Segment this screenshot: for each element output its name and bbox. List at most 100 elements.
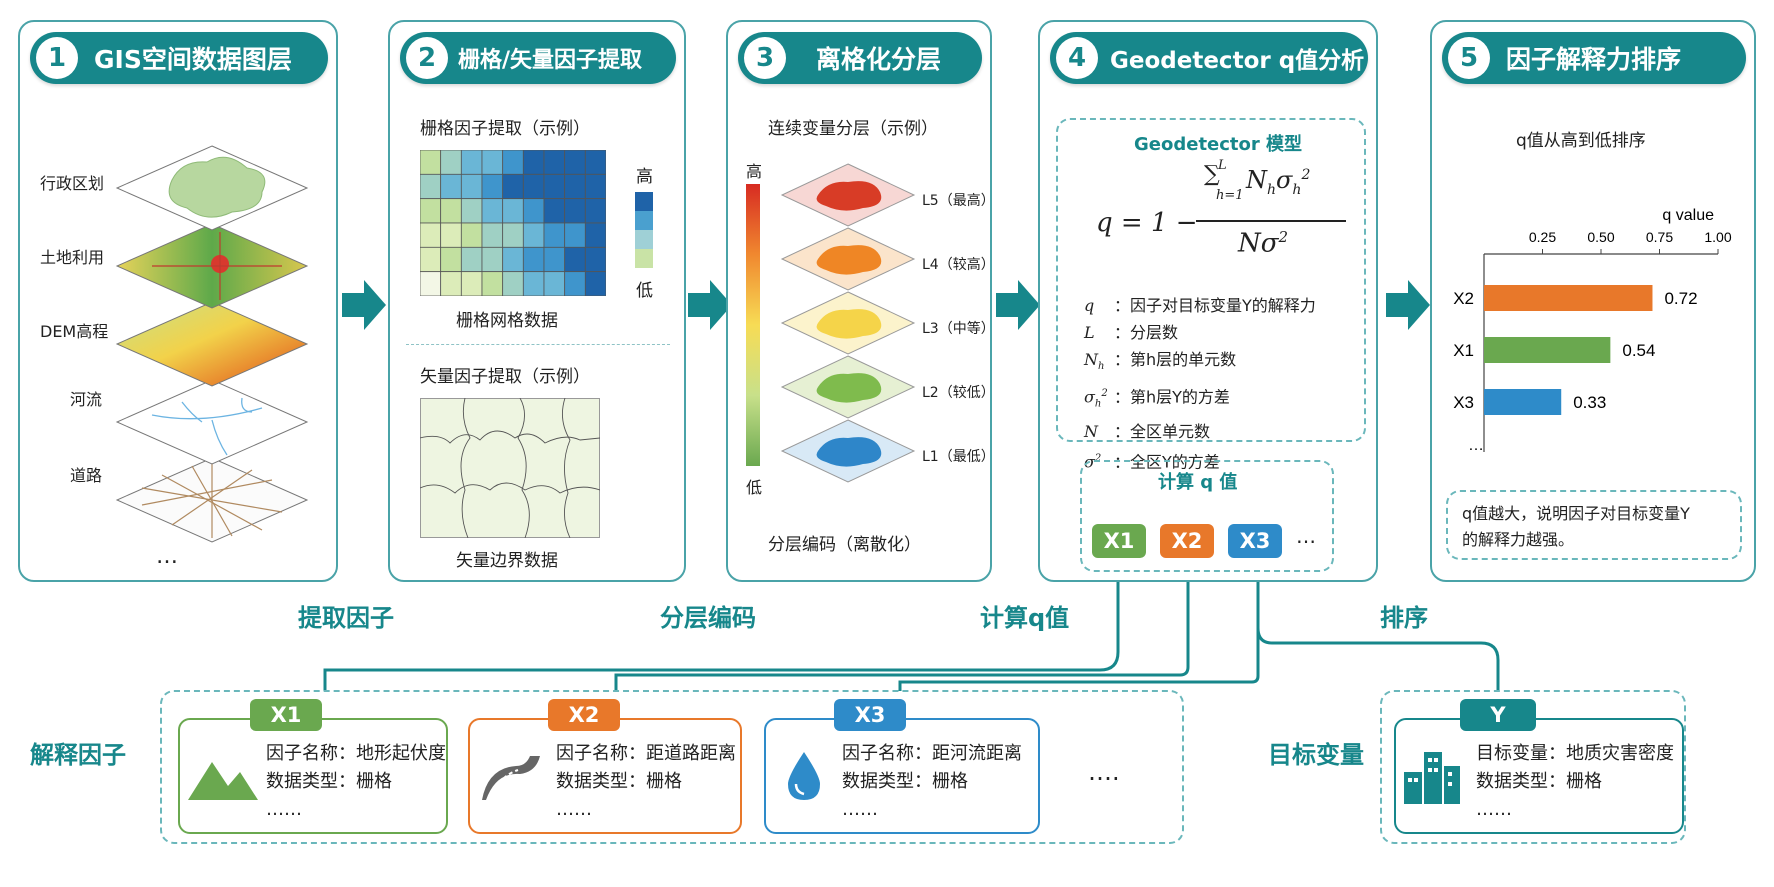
factor-x2-text: 因子名称：距道路距离 数据类型：栅格 …… [556,740,736,824]
target-name: 目标变量：地质灾害密度 [1476,743,1674,764]
model-box [1056,118,1366,442]
factor-tag-x1: X1 [250,699,322,731]
panel-title: 因子解释力排序 [1506,45,1682,74]
def-Nh: 第h层的单元数 [1130,350,1237,369]
calc-more: … [1296,524,1316,548]
panel-title: GIS空间数据图层 [94,45,292,74]
axis-label: q value [1662,207,1714,224]
layer-label-l3: L3（中等） [922,321,995,337]
mountain-icon [188,762,258,800]
road-icon [482,756,540,800]
panel-title: Geodetector q值分析 [1110,48,1365,74]
layer-diamonds [780,163,916,483]
tick-label: 0.25 [1529,229,1556,245]
panel-title: 离格化分层 [816,45,942,74]
gradient-high: 高 [746,162,763,181]
note-line-1: q值越大，说明因子对目标变量Y [1462,504,1690,523]
bar-value-label: 0.54 [1622,341,1655,360]
flow-label-rank: 排序 [1380,604,1428,632]
q-button-x2[interactable]: X2 [1160,524,1214,558]
layer-stack-illustration [115,145,309,543]
flow-arrow-4 [1386,280,1430,330]
factors-more: …. [1088,758,1120,786]
target-card[interactable] [1394,718,1684,834]
flow-label-encode: 分层编码 [660,604,756,632]
flow-label-calc: 计算q值 [980,604,1070,632]
layer-label-l5: L5（最高） [922,193,995,209]
factor-x1-more: …… [266,799,302,820]
factor-x1-text: 因子名称：地形起伏度 数据类型：栅格 …… [266,740,446,824]
bar-category-label: X3 [1453,393,1474,412]
factor-x3-more: …… [842,799,878,820]
step-number: 2 [406,37,448,79]
q-button-x1[interactable]: X1 [1092,524,1146,558]
target-tag: Y [1460,699,1536,731]
tick-label: 0.50 [1587,229,1614,245]
flow-arrow-3 [996,280,1040,330]
step-number: 3 [744,37,786,79]
tick-label: 1.00 [1704,229,1731,245]
bar-x2 [1484,285,1653,311]
legend-high: 高 [636,167,653,187]
def-L: 分层数 [1130,323,1179,342]
target-label: 目标变量 [1268,741,1364,769]
factor-x2-name: 因子名称：距道路距离 [556,743,736,764]
layers-more: … [156,544,178,569]
gradient-low: 低 [746,478,763,497]
bars-more: … [1468,437,1484,454]
flow-arrow-2 [688,280,732,330]
calc-title: 计算 q 值 [1158,472,1238,493]
bar-value-label: 0.33 [1573,393,1606,412]
layer-label-dem: DEM高程 [40,322,109,341]
factor-tag-x3: X3 [834,699,906,731]
factor-x1-name: 因子名称：地形起伏度 [266,743,446,764]
tick-label: 0.75 [1646,229,1673,245]
step-number: 4 [1056,37,1098,79]
flow-arrow-1 [342,280,386,330]
layer-label-road: 道路 [70,466,103,485]
factor-x2-more: …… [556,799,592,820]
panel-2-header: 2 栅格/矢量因子提取 [400,32,676,84]
raster-grid [420,150,606,296]
discretize-caption: 分层编码（离散化） [768,535,921,555]
raster-legend-bar [635,192,653,268]
def-q: 因子对目标变量Y的解释力 [1130,296,1316,315]
panel-4-header: 4 Geodetector q值分析 [1050,32,1368,84]
layer-label-landuse: 土地利用 [40,248,105,267]
q-button-x3[interactable]: X3 [1228,524,1282,558]
factors-label: 解释因子 [30,741,126,769]
bar-value-label: 0.72 [1664,289,1697,308]
ranking-subtitle: q值从高到低排序 [1516,131,1646,151]
layer-label-l2: L2（较低） [922,385,995,401]
note-line-2: 的解释力越强。 [1462,530,1575,549]
gradient-bar [746,184,760,466]
flow-label-extract: 提取因子 [298,604,394,632]
panel-geodetector: 4 Geodetector q值分析 Geodetector 模型 q = 1 … [1038,20,1378,582]
factor-x3-name: 因子名称：距河流距离 [842,743,1022,764]
bar-x1 [1484,337,1611,363]
vector-map [420,398,600,538]
factor-x3-type: 数据类型：栅格 [842,771,968,792]
panel-title: 栅格/矢量因子提取 [458,48,643,73]
panel-factor-extraction: 2 栅格/矢量因子提取 栅格因子提取（示例） 高 低 栅格网格数据 矢量因子提取… [388,20,686,582]
vector-title: 矢量因子提取（示例） [420,367,590,387]
target-type: 数据类型：栅格 [1476,771,1602,792]
factor-x2-type: 数据类型：栅格 [556,771,682,792]
buildings-icon [1404,752,1460,804]
panel-discretization: 3 离格化分层 连续变量分层（示例） 高 低 L5（最高） L4（较高） L3（… [726,20,995,582]
factor-x1-type: 数据类型：栅格 [266,771,392,792]
layer-label-l1: L1（最低） [922,449,995,465]
legend-low: 低 [636,281,653,301]
divider [406,344,670,345]
panel-5-header: 5 因子解释力排序 [1442,32,1746,84]
target-box [1380,690,1686,844]
bar-category-label: X1 [1453,341,1474,360]
discretize-title: 连续变量分层（示例） [768,119,938,139]
factor-x3-text: 因子名称：距河流距离 数据类型：栅格 …… [842,740,1022,824]
bar-category-label: X2 [1453,289,1474,308]
def-sigma-h: 第h层Y的方差 [1130,387,1230,407]
target-more: …… [1476,799,1512,820]
model-title: Geodetector 模型 [1134,134,1303,155]
calc-box [1080,460,1334,572]
